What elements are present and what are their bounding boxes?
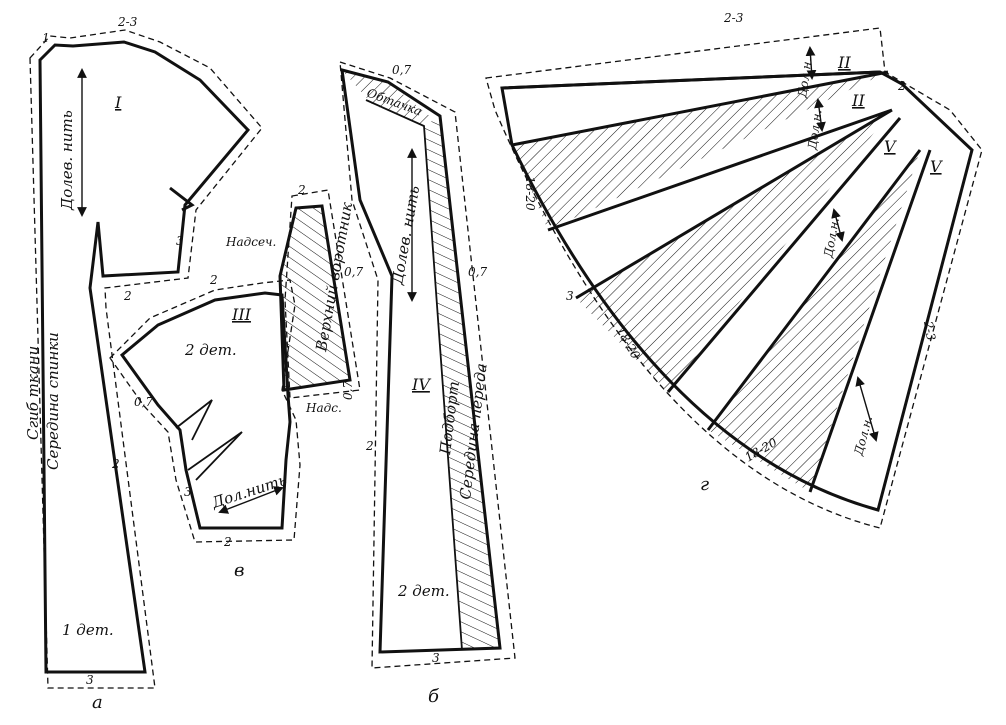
back-allowance-4: 2: [111, 457, 120, 471]
sleeve-notch-label: Надсеч.: [225, 235, 276, 249]
fan-grain-1: Дол.н.: [805, 109, 825, 152]
sleeve-dart-upper: [175, 399, 213, 441]
front-allowance-1: 0,7: [468, 265, 487, 279]
sleeve-allowance-0: 2: [209, 273, 218, 287]
piece-fan: II II V V Дол.н. Дол.н. Дол.н. Дол.н. 18…: [485, 11, 983, 529]
front-count-label: 2 дет.: [397, 582, 450, 600]
back-center-label: Середина спинки: [44, 332, 62, 470]
front-allowance-2: 2: [365, 439, 374, 453]
fan-allowance-3: 2-3: [921, 319, 938, 342]
collar-allowance-2: 0,7: [341, 381, 355, 400]
fan-grain-arrow-1: [814, 98, 826, 132]
caption-b: б: [428, 686, 440, 707]
sleeve-seam-allowance: [109, 279, 301, 543]
fan-hatch-3: [708, 150, 920, 492]
back-count-label: 1 дет.: [62, 621, 114, 639]
sleeve-allowance-2: 3: [184, 485, 192, 499]
front-seam-allowance: [339, 61, 516, 669]
front-podbort-hatch: [424, 116, 500, 650]
fan-roman-2: V: [884, 137, 897, 156]
fan-grain-arrow-3: [855, 376, 879, 442]
fan-grain-arrow-2: [831, 208, 845, 242]
fan-width-0: 18-20: [523, 176, 537, 211]
sleeve-dart-lower: [187, 431, 243, 481]
piece-back: Долев. нить I Сгиб ткани Середина спинки…: [24, 15, 263, 713]
sleeve-allowance-3: 2: [223, 535, 232, 549]
fan-panel-lines: [501, 70, 932, 493]
back-allowance-2: 3: [176, 234, 184, 248]
back-allowance-5: 3: [86, 673, 94, 687]
fan-grain-3: Дол.н.: [851, 414, 875, 457]
back-roman: I: [114, 93, 122, 112]
front-facing-line: [365, 99, 463, 651]
front-grain-label: Долев. нить: [388, 184, 423, 286]
collar-allowance-0: 2: [297, 183, 306, 197]
fan-allowance-1: 2: [897, 79, 906, 93]
fan-grain-2: Дол.н.: [821, 217, 842, 260]
caption-v: в: [234, 560, 244, 581]
front-outline: [340, 67, 502, 654]
fan-grain-arrow-0: [805, 46, 817, 80]
fan-roman-1: II: [851, 91, 865, 110]
fan-roman-3: V: [930, 157, 943, 176]
back-outline: [38, 40, 251, 674]
sleeve-count-label: 2 дет.: [184, 341, 237, 359]
back-allowance-3: 2: [123, 289, 132, 303]
collar-outline: [278, 204, 352, 392]
caption-a: а: [92, 692, 103, 713]
front-allowance-3: 3: [432, 651, 440, 665]
back-seam-allowance: [29, 29, 263, 689]
sleeve-roman: III: [231, 305, 252, 324]
back-dart: [169, 186, 195, 212]
back-allowance-1: 2-3: [117, 15, 138, 29]
piece-front: Обтачка Долев. нить IV Подборт Середина …: [339, 61, 516, 707]
front-allowance-0: 0,7: [392, 63, 411, 77]
collar-allowance-1: 0,7: [344, 265, 363, 279]
collar-notch-label: Надс.: [305, 401, 342, 415]
fan-hatch-2: [576, 110, 892, 392]
fan-roman-0: II: [837, 53, 851, 72]
front-roman: IV: [411, 375, 431, 394]
back-grain-label: Долев. нить: [58, 110, 76, 211]
back-allowance-0: 1: [42, 31, 50, 45]
sleeve-allowance-1: 0,7: [134, 395, 153, 409]
fan-hatch-1: [512, 72, 888, 230]
fan-allowance-2: 3: [566, 289, 574, 303]
piece-sleeve: III 2 дет. Дол.нить Надсеч. 2 0,7 3 2 в: [109, 235, 301, 581]
sleeve-grain-arrow: [218, 486, 284, 514]
piece-collar: Верхний воротник Надс. 2 0,7 0,7: [278, 183, 363, 415]
front-facing-hatch: [342, 70, 432, 126]
caption-g: г: [700, 474, 709, 495]
sleeve-grain-label: Дол.нить: [209, 471, 289, 512]
fan-allowance-0: 2-3: [723, 11, 744, 25]
collar-hatch: [280, 206, 350, 390]
sleeve-outline: [119, 291, 292, 530]
back-fold-label: Сгиб ткани: [24, 346, 42, 440]
